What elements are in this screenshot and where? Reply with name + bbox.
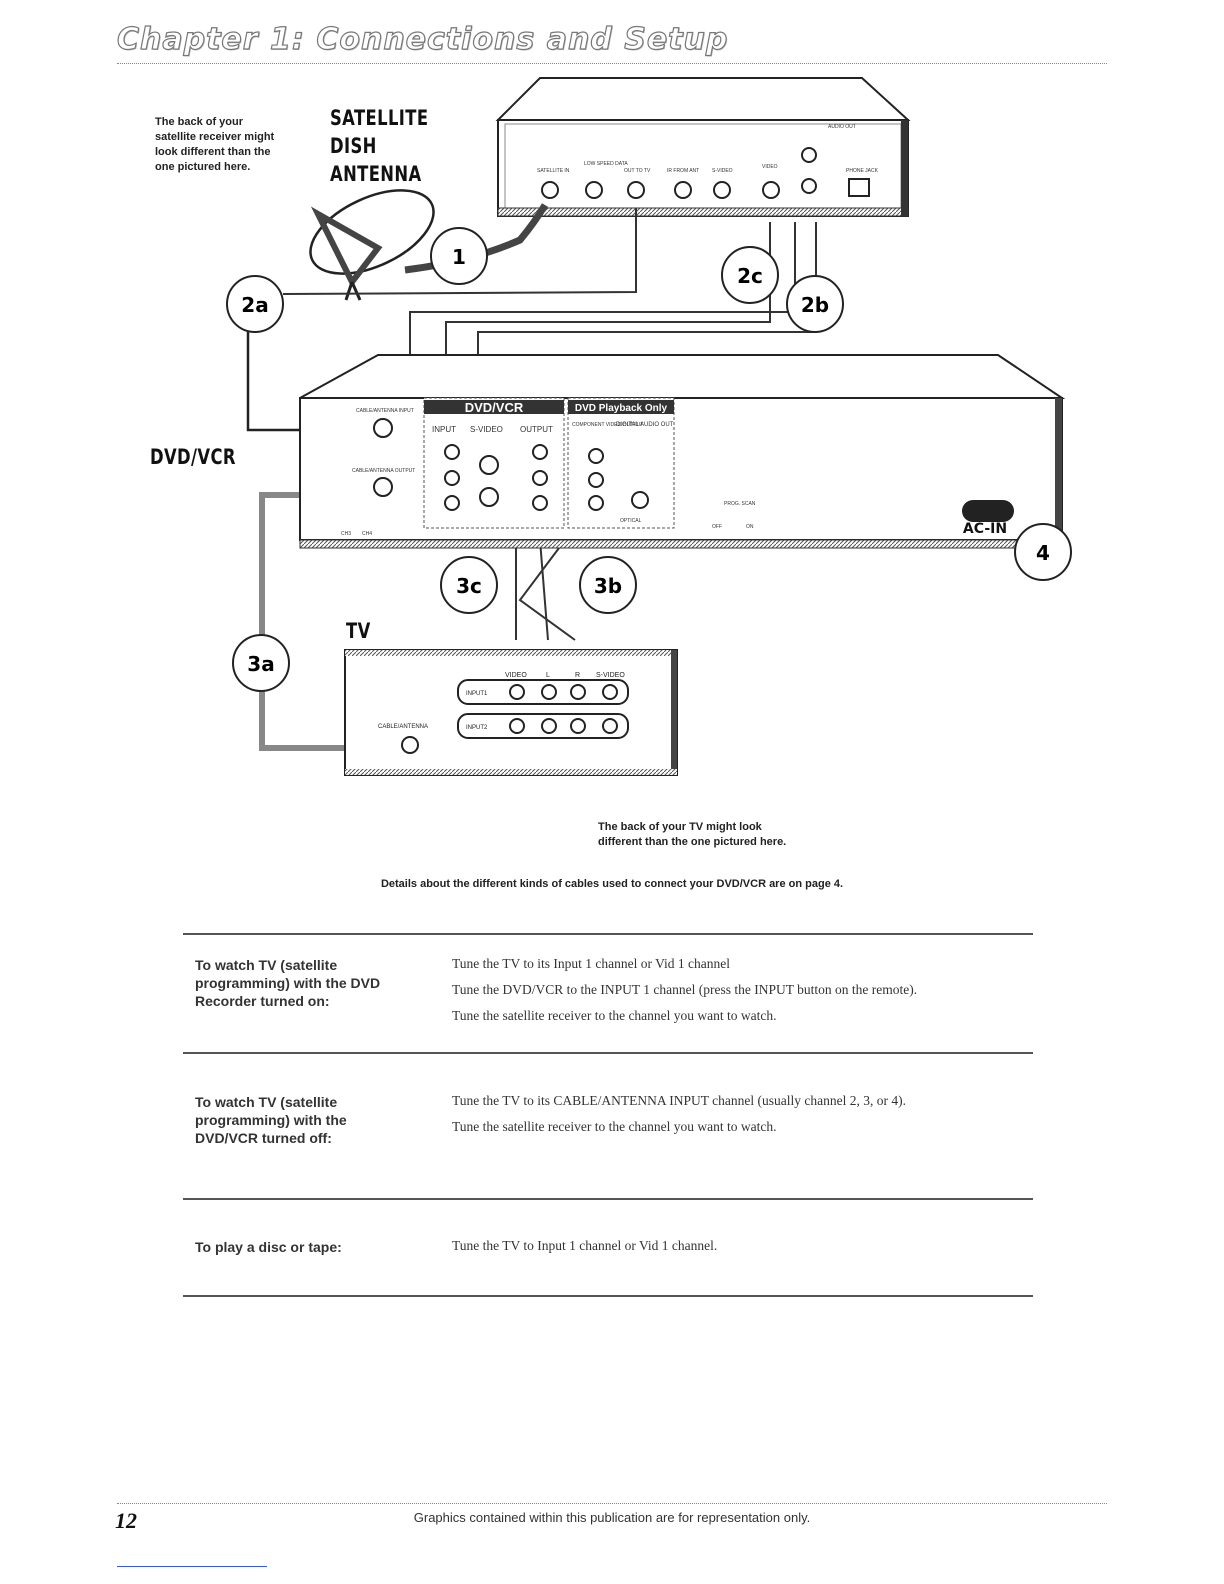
label-line: DVD/VCR turned off: [195, 1130, 332, 1146]
svg-text:1: 1 [452, 245, 466, 269]
table-divider [183, 1198, 1033, 1200]
receiver-port-video: VIDEO [762, 164, 778, 170]
receiver-port-data: LOW SPEED DATA [584, 161, 628, 167]
svg-text:2b: 2b [801, 293, 829, 317]
connection-diagram: AUDIO OUT SATELLITE IN LOW SPEED DATA OU… [226, 77, 1072, 776]
instruction-label-tv-off: To watch TV (satellite programming) with… [195, 1093, 405, 1147]
step-badge-2c: 2c [721, 246, 779, 304]
step-badge-3c: 3c [440, 556, 498, 614]
panel-dvd-playback-title: DVD Playback Only [575, 403, 668, 414]
label-line: To watch TV (satellite [195, 957, 338, 973]
ac-in-label: AC-IN [963, 521, 1007, 537]
footer-rule [117, 1503, 1107, 1504]
svg-text:3a: 3a [247, 652, 274, 676]
label-line: Recorder turned on: [195, 993, 330, 1009]
step-badge-4: 4 [1014, 523, 1072, 581]
tv-unit: VIDEO L R S-VIDEO INPUT1 INPUT2 CABLE/AN… [344, 649, 678, 776]
step-line: Tune the satellite receiver to the chann… [452, 1008, 777, 1023]
dvd-vcr-unit: DVD/VCR DVD Playback Only AC-IN CABLE/AN… [299, 354, 1066, 549]
step-badge-1: 1 [430, 227, 488, 285]
satellite-label-line: DISH [330, 134, 377, 158]
satellite-note-line: The back of your [155, 116, 244, 128]
instruction-label-tv-on: To watch TV (satellite programming) with… [195, 956, 405, 1010]
receiver-port-phone: PHONE JACK [846, 168, 879, 174]
step-badge-2a: 2a [226, 275, 284, 333]
tv-input1: INPUT1 [466, 691, 488, 697]
table-divider [183, 1052, 1033, 1054]
svg-text:3c: 3c [456, 574, 482, 598]
step-badges: 1 2a 2b 2c 3a 3b 3c 4 [226, 227, 1072, 692]
satellite-label: SATELLITE DISH ANTENNA [330, 104, 428, 188]
panel-dvdvcr-title: DVD/VCR [465, 400, 524, 415]
tv-note-line: different than the one pictured here. [598, 836, 787, 848]
receiver-port-out-tv: OUT TO TV [624, 168, 651, 174]
tv-cable-antenna: CABLE/ANTENNA [378, 724, 428, 730]
header-rule [117, 63, 1107, 64]
receiver-port-audio-out: AUDIO OUT [828, 124, 856, 130]
satellite-note: The back of your satellite receiver migh… [155, 115, 274, 175]
chapter-title: Chapter 1: Connections and Setup [116, 21, 729, 57]
instruction-steps-play-disc: Tune the TV to Input 1 channel or Vid 1 … [452, 1236, 1052, 1262]
tv-input2: INPUT2 [466, 725, 488, 731]
instruction-steps-tv-off: Tune the TV to its CABLE/ANTENNA INPUT c… [452, 1091, 1052, 1143]
dvdvcr-off: OFF [712, 524, 722, 530]
dvdvcr-label: DVD/VCR [150, 445, 236, 469]
dvdvcr-on: ON [746, 524, 754, 530]
svg-text:2a: 2a [241, 293, 268, 317]
satellite-receiver: AUDIO OUT SATELLITE IN LOW SPEED DATA OU… [495, 77, 911, 217]
step-line: Tune the TV to its Input 1 channel or Vi… [452, 956, 731, 971]
instruction-steps-tv-on: Tune the TV to its Input 1 channel or Vi… [452, 954, 1052, 1032]
tv-col-svideo: S-VIDEO [596, 672, 625, 679]
dvdvcr-cable-output: CABLE/ANTENNA OUTPUT [352, 468, 415, 474]
step-line: Tune the TV to Input 1 channel or Vid 1 … [452, 1238, 718, 1253]
tv-col-l: L [546, 672, 550, 679]
receiver-port-sat-in: SATELLITE IN [537, 168, 570, 174]
dvdvcr-input: INPUT [432, 425, 456, 434]
dvdvcr-component: COMPONENT VIDEO OUTPUT [572, 422, 643, 428]
tv-col-r: R [575, 672, 580, 679]
footer-disclaimer: Graphics contained within this publicati… [413, 1510, 811, 1525]
dvdvcr-cable-input: CABLE/ANTENNA INPUT [356, 408, 414, 414]
step-line: Tune the TV to its CABLE/ANTENNA INPUT c… [452, 1093, 906, 1108]
label-line: To play a disc or tape: [195, 1239, 342, 1255]
step-line: Tune the satellite receiver to the chann… [452, 1119, 777, 1134]
label-line: programming) with the [195, 1112, 347, 1128]
dvdvcr-progscan: PROG. SCAN [724, 501, 756, 507]
dvdvcr-output: OUTPUT [520, 425, 553, 434]
table-divider [183, 933, 1033, 935]
dvdvcr-svideo: S-VIDEO [470, 425, 503, 434]
label-line: To watch TV (satellite [195, 1094, 338, 1110]
satellite-dish-icon [309, 189, 435, 301]
tv-note-line: The back of your TV might look [598, 821, 762, 833]
tv-col-video: VIDEO [505, 672, 527, 679]
dvdvcr-digital: DIGITAL AUDIO OUT [616, 422, 674, 428]
svg-text:3b: 3b [594, 574, 622, 598]
step-badge-2b: 2b [786, 275, 844, 333]
step-badge-3b: 3b [579, 556, 637, 614]
dvdvcr-ch3: CH3 [341, 531, 351, 537]
receiver-port-svideo: S-VIDEO [712, 168, 733, 174]
page-number: 12 [115, 1508, 137, 1533]
satellite-note-line: one pictured here. [155, 161, 251, 173]
label-line: programming) with the DVD [195, 975, 381, 991]
table-divider [183, 1295, 1033, 1297]
svg-text:2c: 2c [737, 264, 763, 288]
tv-label: TV [346, 619, 371, 643]
step-badge-3a: 3a [232, 634, 290, 692]
satellite-note-line: look different than the [155, 146, 271, 158]
corner-mark [117, 1566, 267, 1567]
satellite-note-line: satellite receiver might [155, 131, 275, 143]
step-line: Tune the DVD/VCR to the INPUT 1 channel … [452, 982, 918, 997]
cable-details-note: Details about the different kinds of cab… [380, 878, 844, 890]
svg-text:4: 4 [1036, 541, 1050, 565]
tv-note: The back of your TV might look different… [598, 820, 786, 850]
satellite-label-line: ANTENNA [330, 162, 422, 186]
instruction-label-play-disc: To play a disc or tape: [195, 1238, 405, 1256]
dvdvcr-ch4: CH4 [362, 531, 372, 537]
satellite-label-line: SATELLITE [330, 106, 429, 130]
receiver-port-ir: IR FROM ANT [667, 168, 699, 174]
dvdvcr-optical: OPTICAL [620, 518, 642, 524]
